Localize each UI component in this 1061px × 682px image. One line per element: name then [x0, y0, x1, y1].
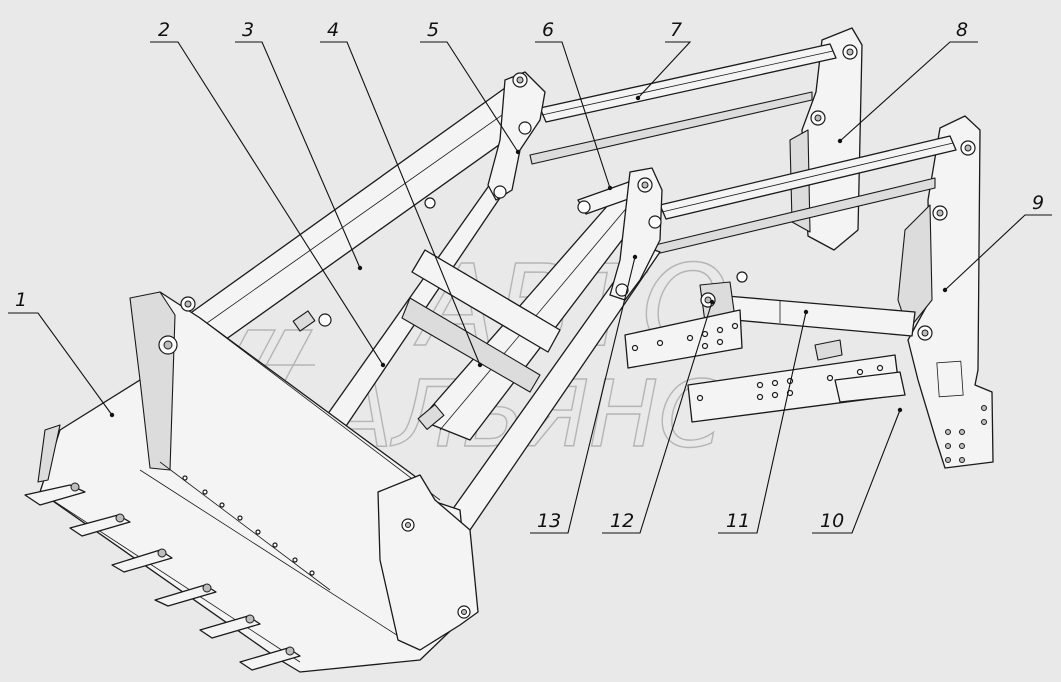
leader-4: [320, 41, 481, 366]
bucket-rivets: [182, 475, 315, 576]
leader-11: [718, 311, 807, 534]
leader-12: [602, 301, 713, 534]
callout-5: 5: [427, 19, 439, 41]
callout-7: 7: [670, 19, 682, 41]
callout-4: 4: [327, 19, 339, 41]
rear-frame-lower: [897, 115, 994, 469]
leader-3: [235, 41, 361, 269]
leader-1: [8, 312, 113, 416]
callout-6: 6: [542, 19, 554, 41]
upper-rods: [529, 43, 957, 255]
leader-9: [944, 214, 1052, 291]
linkage-plate-lower: [609, 167, 663, 301]
leader-5: [420, 41, 519, 153]
callout-2: 2: [158, 19, 170, 41]
leader-8: [839, 41, 978, 142]
callout-10: 10: [820, 510, 844, 532]
callout-1: 1: [15, 289, 27, 311]
callout-8: 8: [956, 19, 968, 41]
leader-6: [535, 41, 611, 189]
callout-13: 13: [537, 510, 561, 532]
cross-tube: [401, 249, 561, 393]
perforated-plate-upper: [624, 309, 743, 369]
callout-12: 12: [610, 510, 634, 532]
plate-holes-upper: [631, 322, 739, 352]
callout-3: 3: [242, 19, 254, 41]
leader-13: [530, 256, 636, 534]
callout-leaders: [8, 41, 1052, 534]
linkage-plate-upper: [487, 71, 546, 201]
bucket-teeth: [24, 482, 301, 671]
leader-10: [812, 409, 901, 534]
callout-11: 11: [726, 510, 750, 532]
leader-7: [637, 41, 692, 99]
bucket: [37, 291, 479, 673]
callout-labels: 1 2 3 4 5 6 7 8 9 10 11 12 13: [15, 19, 1044, 532]
leader-2: [150, 41, 384, 366]
callout-9: 9: [1032, 192, 1044, 214]
bracket-10: [814, 339, 906, 403]
